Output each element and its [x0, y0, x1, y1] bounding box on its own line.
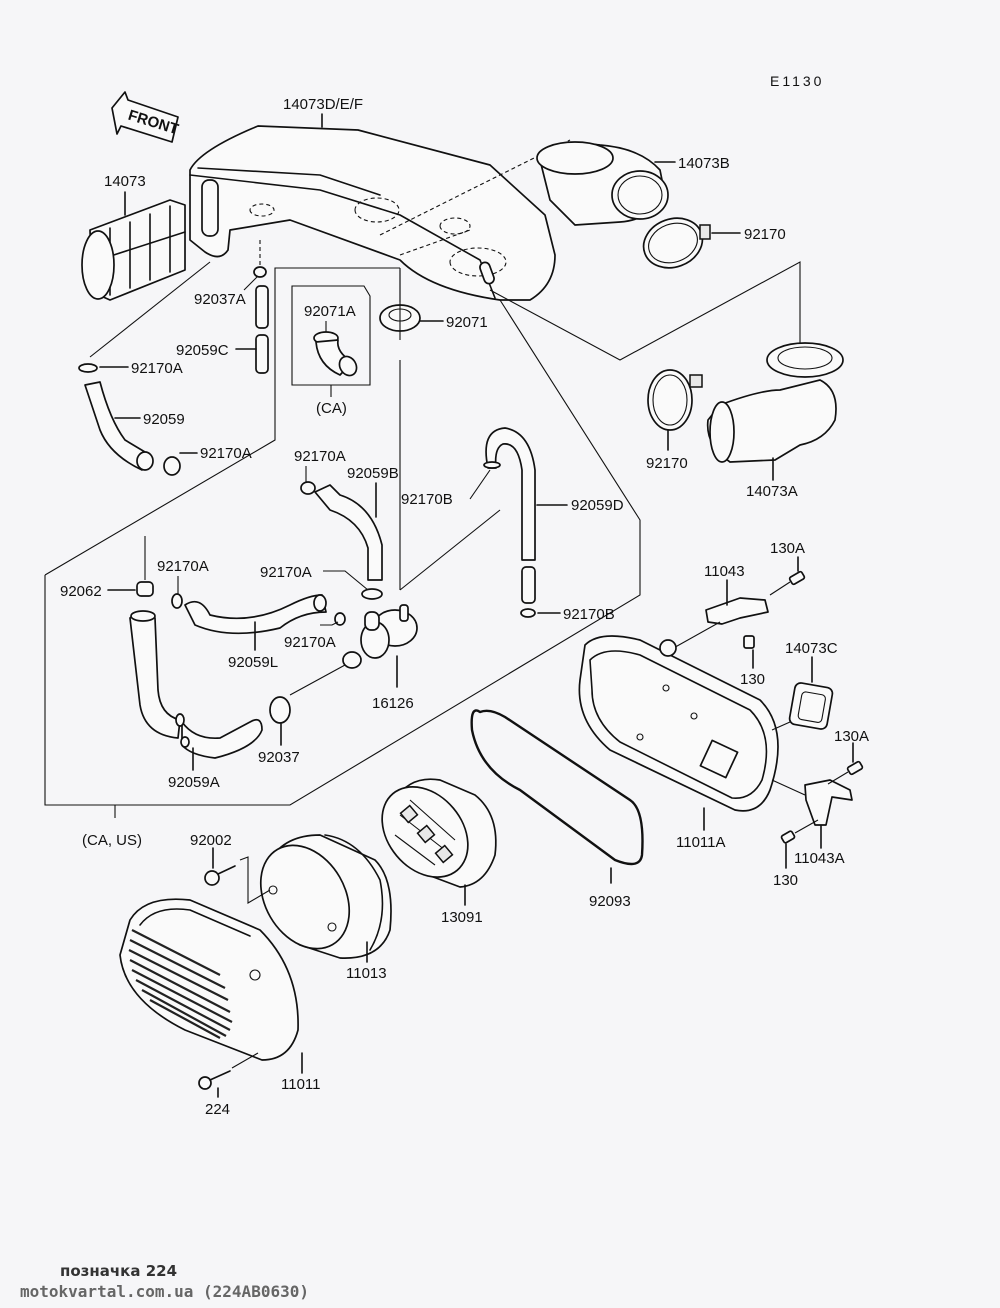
- bracket-11043: [705, 597, 769, 625]
- label-92037: 92037: [258, 749, 300, 766]
- ca-box: [291, 285, 371, 386]
- label-14073A: 14073A: [746, 483, 798, 500]
- bolt-130A-1: [788, 570, 806, 586]
- label-92062: 92062: [60, 583, 102, 600]
- label-14073C: 14073C: [785, 640, 838, 657]
- hose-92059C-upper: [255, 285, 269, 329]
- label-92170A-5: 92170A: [284, 634, 336, 651]
- duct-elbow-lower: [706, 342, 844, 463]
- label-14073: 14073: [104, 173, 146, 190]
- label-92170A-2: 92170A: [200, 445, 252, 462]
- hose-92059A: [181, 718, 263, 759]
- label-92093: 92093: [589, 893, 631, 910]
- label-11013: 11013: [346, 965, 387, 982]
- label-92071A: 92071A: [304, 303, 356, 320]
- label-224: 224: [205, 1101, 230, 1118]
- hose-92059A-upright: [129, 612, 181, 739]
- hose-92059D-short: [521, 566, 536, 604]
- label-92059A: 92059A: [168, 774, 220, 791]
- hose-92059D: [485, 427, 536, 561]
- label-130-2: 130: [773, 872, 798, 889]
- label-92071: 92071: [446, 314, 488, 331]
- label-92059D: 92059D: [571, 497, 624, 514]
- intake-duct: [81, 199, 186, 301]
- label-14073B: 14073B: [678, 155, 730, 172]
- bolt-130A-2: [846, 760, 864, 776]
- label-ca: (CA): [316, 400, 347, 417]
- hose-clamp-lower: [647, 369, 703, 431]
- clamp-92037: [269, 696, 291, 724]
- clamp-92170B-1: [483, 461, 501, 469]
- diagram-code: E1130: [770, 73, 824, 89]
- label-92170-upper: 92170: [744, 226, 786, 243]
- clamp-92037A: [253, 266, 267, 278]
- duct-elbow-upper: [536, 141, 669, 226]
- front-arrow-icon: FRONT: [111, 91, 180, 143]
- label-14073DEF: 14073D/E/F: [283, 96, 363, 113]
- label-92170-lower: 92170: [646, 455, 688, 472]
- label-92170A-3: 92170A: [294, 448, 346, 465]
- hose-92059C: [255, 334, 269, 374]
- bolt-130-1: [743, 635, 755, 649]
- label-130A-1: 130A: [770, 540, 805, 557]
- label-11043: 11043: [704, 563, 745, 580]
- air-cleaner-case-11011A: [578, 635, 779, 812]
- clamp-92170B-2: [520, 608, 536, 618]
- label-92170A-4: 92170A: [260, 564, 312, 581]
- label-11011A: 11011A: [676, 834, 726, 851]
- label-92170B-2: 92170B: [563, 606, 615, 623]
- screw-92002: [204, 865, 236, 886]
- footer-caption: позначка 224: [60, 1262, 178, 1280]
- bolt-130-2: [780, 830, 796, 844]
- label-92059B: 92059B: [347, 465, 399, 482]
- duct-seal-14073C: [788, 682, 834, 730]
- label-92170B-1: 92170B: [401, 491, 453, 508]
- cap-92062: [136, 581, 154, 597]
- label-13091: 13091: [441, 909, 483, 926]
- vacuum-valve-16126: [342, 604, 418, 669]
- label-92059: 92059: [143, 411, 185, 428]
- bracket-11043A: [804, 779, 853, 826]
- label-130A-2: 130A: [834, 728, 869, 745]
- elbow-fitting-92071A: [313, 331, 358, 377]
- label-11043A: 11043A: [794, 850, 845, 867]
- label-ca-us: (CA, US): [82, 832, 142, 849]
- label-92170A-6: 92170A: [157, 558, 209, 575]
- clamp-92170A-1: [78, 363, 98, 373]
- label-92002: 92002: [190, 832, 232, 849]
- hose-92059B: [314, 484, 383, 581]
- gasket-92093: [470, 709, 644, 866]
- footer-site-link[interactable]: motokvartal.com.ua (224AB0630): [20, 1282, 309, 1301]
- label-92170A-1: 92170A: [131, 360, 183, 377]
- air-filter-element-11013: [259, 834, 392, 959]
- clamp-92170A-2: [163, 456, 181, 476]
- label-92059C: 92059C: [176, 342, 229, 359]
- label-16126: 16126: [372, 695, 414, 712]
- bolt-224: [198, 1070, 231, 1090]
- hose-clamp-upper: [642, 217, 711, 269]
- clamp-92170A-6: [171, 593, 183, 609]
- clamp-92170A-3: [300, 481, 316, 495]
- air-cleaner-cover-11011: [119, 898, 299, 1061]
- clamp-92170A-4: [361, 588, 383, 600]
- label-92037A: 92037A: [194, 291, 246, 308]
- label-11011: 11011: [281, 1076, 321, 1093]
- filter-holder-13091: [381, 778, 497, 888]
- label-130-1: 130: [740, 671, 765, 688]
- label-92059L: 92059L: [228, 654, 278, 671]
- air-duct-housing: [189, 125, 571, 301]
